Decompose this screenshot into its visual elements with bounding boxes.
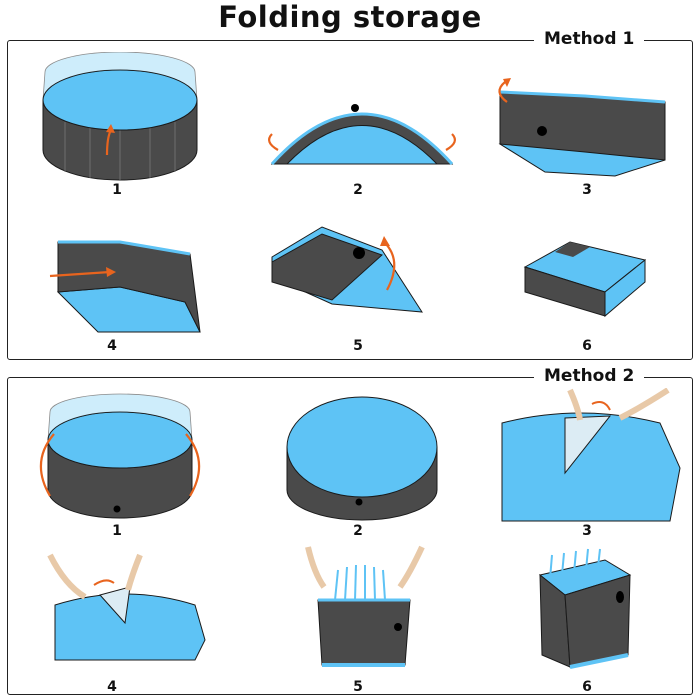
m2-step6-number: 6 — [582, 679, 592, 695]
m2-step5-illustration — [305, 545, 425, 667]
arrow-icon — [39, 433, 55, 497]
method-2-label: Method 2 — [534, 366, 645, 386]
method-1-panel — [7, 40, 693, 360]
m2-step3-number: 3 — [582, 523, 592, 539]
arrow-icon — [268, 133, 279, 151]
m1-step5-number: 5 — [353, 338, 363, 354]
arrow-icon — [93, 579, 115, 586]
m1-step1-number: 1 — [112, 182, 122, 198]
m2-step1-illustration — [39, 393, 201, 519]
hand-icon — [305, 546, 327, 589]
m1-step1-illustration — [42, 52, 198, 181]
hand-icon — [618, 388, 670, 421]
arrow-icon — [385, 243, 396, 291]
m1-step4-illustration — [49, 240, 201, 333]
hand-icon — [47, 553, 87, 600]
hand-icon — [397, 545, 425, 589]
arrow-icon — [498, 81, 508, 103]
arrow-icon — [445, 133, 456, 151]
m2-step3-illustration — [501, 388, 681, 522]
m2-step2-number: 2 — [353, 523, 363, 539]
method-2-panel — [7, 377, 693, 695]
m2-step6-illustration — [538, 548, 632, 669]
m2-step5-number: 5 — [353, 679, 363, 695]
m1-step5-illustration — [271, 226, 423, 313]
m1-step3-illustration — [498, 78, 666, 177]
m2-step4-illustration — [47, 553, 206, 661]
arrow-icon — [591, 401, 611, 411]
m2-step4-number: 4 — [107, 679, 117, 695]
m1-step6-illustration — [523, 241, 647, 318]
m1-step4-number: 4 — [107, 338, 117, 354]
m1-step3-number: 3 — [582, 182, 592, 198]
m1-step2-illustration — [268, 104, 456, 166]
hand-icon — [567, 388, 583, 421]
m2-step2-illustration — [286, 396, 438, 521]
arrow-icon — [185, 433, 201, 497]
method-1-label: Method 1 — [534, 29, 645, 49]
hand-icon — [125, 553, 143, 591]
m2-step1-number: 1 — [112, 523, 122, 539]
m1-step6-number: 6 — [582, 338, 592, 354]
page-title: Folding storage — [218, 0, 482, 34]
arrow-icon — [49, 270, 111, 278]
m1-step2-number: 2 — [353, 182, 363, 198]
